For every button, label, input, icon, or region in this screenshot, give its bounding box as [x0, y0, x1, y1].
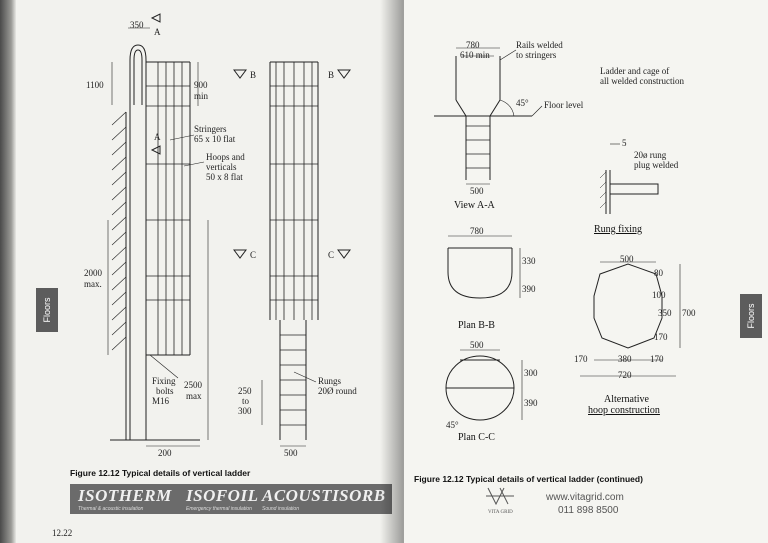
- brand-acoustisorb-sub: Sound insulation: [262, 506, 299, 512]
- elevation-drawing: [107, 13, 351, 447]
- figure-caption-left: Figure 12.12 Typical details of vertical…: [70, 468, 251, 478]
- plan-c-c-title: Plan C-C: [458, 432, 495, 443]
- brand-isofoil: ISOFOIL: [186, 486, 259, 505]
- section-c-right-label: C: [328, 250, 335, 260]
- dim-500-label: 500: [284, 448, 298, 458]
- rung-fixing-title: Rung fixing: [594, 224, 643, 235]
- vitagrid-phone: 011 898 8500: [558, 505, 619, 516]
- dim-170-r-label: 170: [654, 332, 668, 342]
- section-c-left-label: C: [250, 250, 257, 260]
- fixing-label-3: M16: [152, 396, 170, 406]
- dim-720-label: 720: [618, 370, 632, 380]
- section-a-top-label: A: [154, 27, 161, 37]
- section-tab-left: Floors: [36, 288, 58, 332]
- section-a-mid-label: A: [154, 132, 161, 142]
- ladder-note-2: all welded construction: [600, 76, 684, 86]
- left-page: Floors: [0, 0, 404, 543]
- hoops-label-3: 50 x 8 flat: [206, 172, 243, 182]
- dim-5-label: 5: [622, 138, 627, 148]
- section-b-right-label: B: [328, 70, 335, 80]
- dim-250-label-3: 300: [238, 406, 252, 416]
- dim-390-c-label: 390: [524, 398, 538, 408]
- dim-610-label: 610 min: [460, 50, 490, 60]
- advert-banner: [70, 484, 392, 514]
- dim-350-label: 350: [130, 20, 144, 30]
- floor-level-label: Floor level: [544, 100, 584, 110]
- brand-acoustisorb: ACOUSTISORB: [262, 486, 386, 505]
- stringers-label-1: Stringers: [194, 124, 227, 134]
- section-b-left-label: B: [250, 70, 257, 80]
- hoops-label-2: verticals: [206, 162, 237, 172]
- vitagrid-website: www.vitagrid.com: [546, 492, 624, 503]
- vitagrid-logo-text: VITA GRID: [488, 510, 513, 515]
- view-a-a-title: View A-A: [454, 200, 495, 211]
- dim-500-c-label: 500: [470, 340, 484, 350]
- dim-500-a-label: 500: [470, 186, 484, 196]
- angle-45-c-label: 45°: [446, 420, 459, 430]
- hoops-label-1: Hoops and: [206, 152, 245, 162]
- fixing-label-1: Fixing: [152, 376, 176, 386]
- dim-350-label: 350: [658, 308, 672, 318]
- dim-390-b-label: 390: [522, 284, 536, 294]
- dim-170-rb-label: 170: [650, 354, 664, 364]
- dim-900-label: 900: [194, 80, 208, 90]
- rung-note-1: 20ø rung: [634, 150, 667, 160]
- dim-2500-label: 2500: [184, 380, 202, 390]
- dim-250-label-1: 250: [238, 386, 252, 396]
- alt-hoop-title-1: Alternative: [604, 394, 649, 405]
- rails-note-2: to stringers: [516, 50, 557, 60]
- dim-200-label: 200: [158, 448, 172, 458]
- dim-100-label: 100: [652, 290, 666, 300]
- right-page: Floors: [404, 0, 768, 543]
- rungs-label-2: 20Ø round: [318, 386, 357, 396]
- page-edge-shadow: [0, 0, 16, 543]
- dim-330-label: 330: [522, 256, 536, 266]
- brand-isofoil-sub: Emergency thermal insulation: [186, 506, 252, 512]
- dim-700-label: 700: [682, 308, 696, 318]
- page-number: 12.22: [52, 528, 73, 538]
- dim-780-label: 780: [466, 40, 480, 50]
- section-tab-right: Floors: [740, 294, 762, 338]
- dim-2000-label: 2000: [84, 268, 102, 278]
- brand-isotherm-sub: Thermal & acoustic insulation: [78, 506, 144, 512]
- alt-hoop-title-2: hoop construction: [588, 405, 660, 416]
- dim-80-label: 80: [654, 268, 663, 278]
- stringers-label-2: 65 x 10 flat: [194, 134, 236, 144]
- dim-170-l-label: 170: [574, 354, 588, 364]
- dim-250-label-2: to: [242, 396, 250, 406]
- dim-780-b-label: 780: [470, 226, 484, 236]
- dim-2000-max-label: max.: [84, 279, 102, 289]
- rung-note-2: plug welded: [634, 160, 679, 170]
- dim-2500-max-label: max: [186, 391, 202, 401]
- plan-b-b-title: Plan B-B: [458, 320, 495, 331]
- vitagrid-logo: [486, 487, 514, 506]
- dim-300-label: 300: [524, 368, 538, 378]
- dim-1100-label: 1100: [86, 80, 104, 90]
- dim-380-label: 380: [618, 354, 632, 364]
- dim-500-alt-label: 500: [620, 254, 634, 264]
- detail-drawings: [434, 47, 681, 421]
- rungs-label-1: Rungs: [318, 376, 342, 386]
- ladder-note-1: Ladder and cage of: [600, 66, 670, 76]
- angle-45-label: 45°: [516, 98, 529, 108]
- rails-note-1: Rails welded: [516, 40, 563, 50]
- dim-900-min-label: min: [194, 91, 209, 101]
- fixing-label-2: bolts: [156, 386, 174, 396]
- figure-caption-right: Figure 12.12 Typical details of vertical…: [414, 474, 643, 484]
- brand-isotherm: ISOTHERM: [78, 486, 172, 505]
